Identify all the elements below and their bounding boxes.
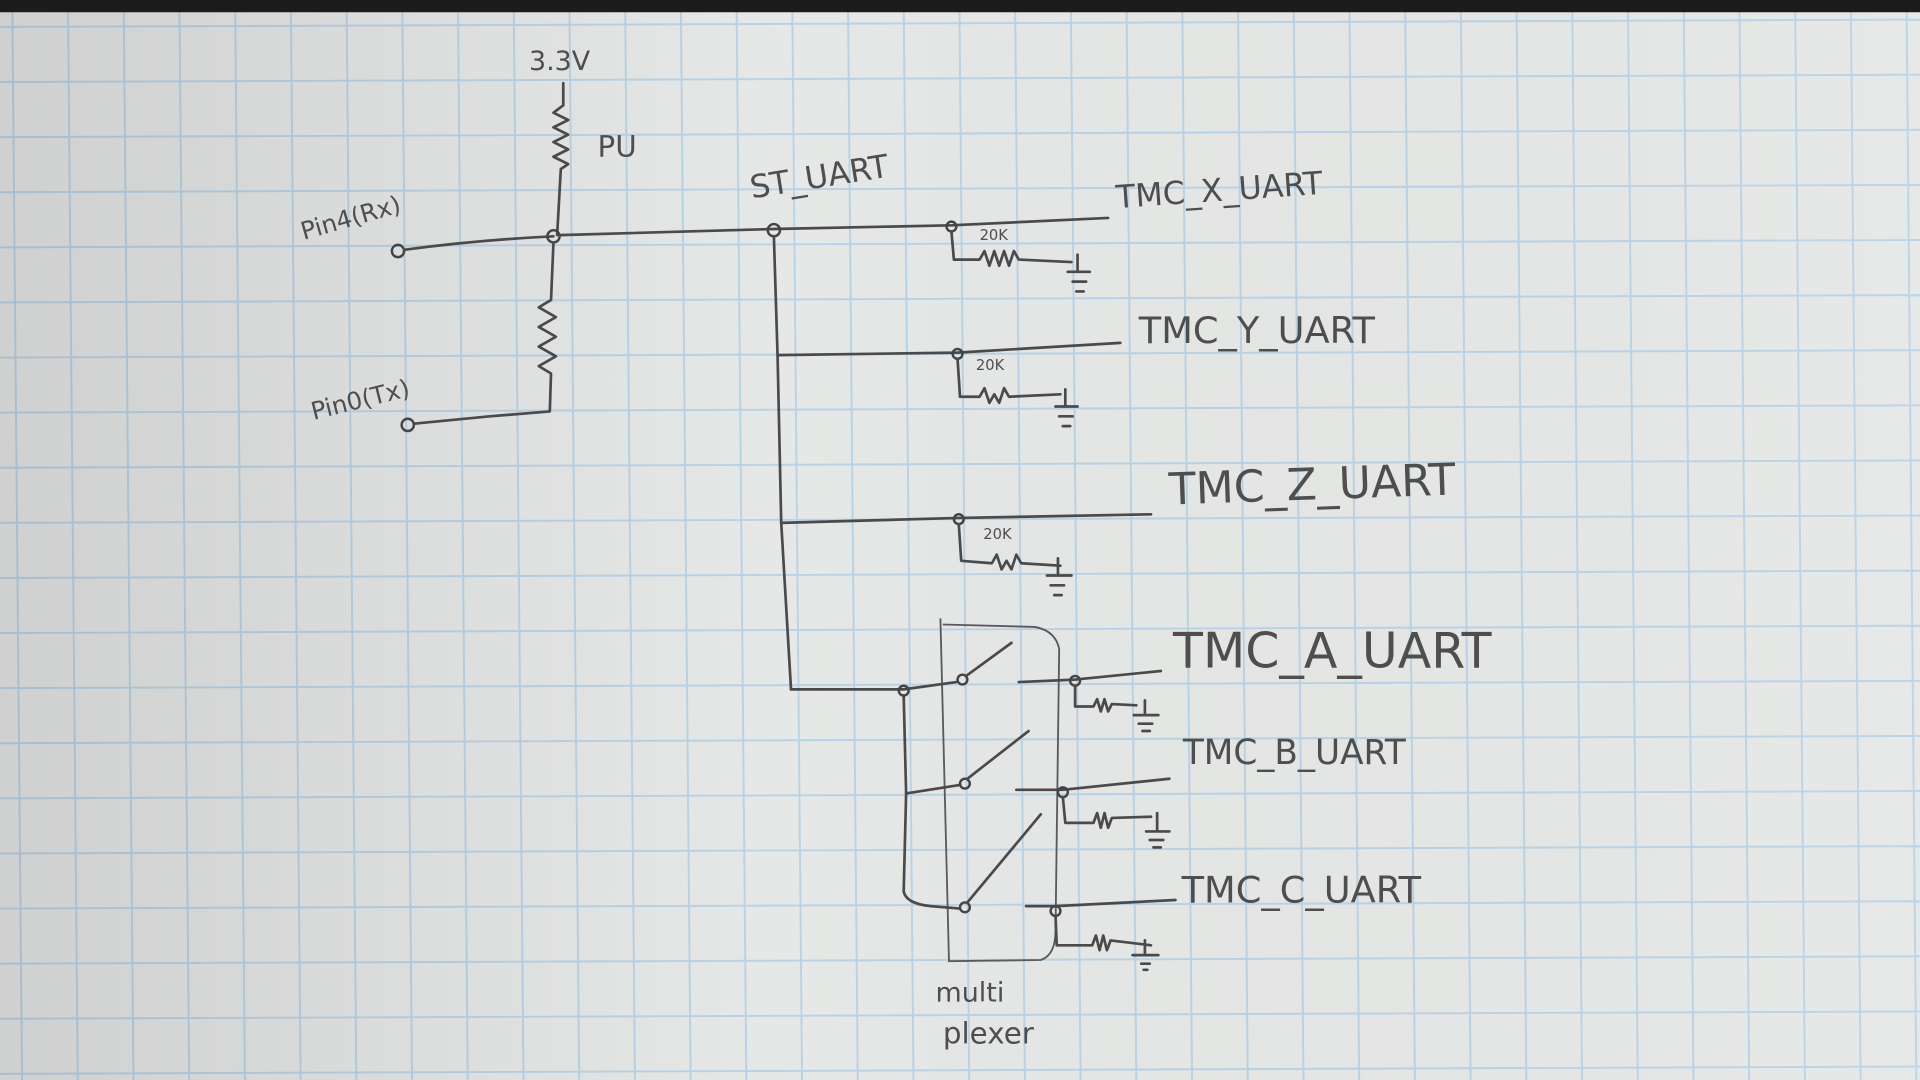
- bus-vertical: [772, 234, 793, 691]
- rx-wire: [402, 234, 555, 252]
- branch-wire: [776, 341, 1122, 357]
- supply-pullup: 3.3V PU: [529, 46, 637, 237]
- pin-tx-terminal: [400, 417, 416, 433]
- ground-icon: [1045, 557, 1073, 597]
- mux-input-bus: [902, 694, 962, 910]
- switch-arm-b: [966, 729, 1030, 781]
- pulldown-resistor: [950, 230, 1073, 268]
- mux-input-wire: [789, 680, 958, 691]
- ground-icon: [1144, 811, 1171, 849]
- top-edge: [0, 0, 1920, 13]
- pullup-label: PU: [598, 130, 637, 164]
- mux-output-label: TMC_A_UART: [1172, 622, 1493, 679]
- mux-output-label: TMC_C_UART: [1181, 868, 1422, 911]
- switch-arm-a: [964, 641, 1013, 678]
- bus-wire: [558, 216, 1110, 237]
- ground-icon: [1066, 253, 1092, 293]
- pulldown-resistor: [1073, 684, 1138, 713]
- output-wire-a: [1017, 669, 1163, 684]
- branch-wire: [779, 512, 1153, 525]
- series-resistor: [412, 241, 558, 426]
- pulldown-resistor: [957, 522, 1062, 571]
- resistor-value: 20K: [976, 357, 1005, 374]
- pullup-resistor: [552, 103, 570, 237]
- pulldown-resistor: [956, 357, 1062, 405]
- branch-y: 20K TMC_Y_UART: [776, 309, 1376, 428]
- switch-pivot: [958, 777, 972, 790]
- mux-label-line1: multi: [936, 978, 1005, 1009]
- ground-icon: [1131, 939, 1160, 972]
- mux-output-label: TMC_B_UART: [1182, 733, 1407, 773]
- multiplexer: TMC_A_UART TMC_B_UART TMC_C_UART multi p…: [789, 618, 1493, 1050]
- pulldown-resistor: [1061, 795, 1153, 830]
- supply-label: 3.3V: [529, 46, 591, 77]
- switch-pivot: [956, 673, 969, 686]
- resistor-value: 20K: [983, 526, 1012, 543]
- branch-label: TMC_Z_UART: [1167, 454, 1457, 515]
- switch-pivot: [958, 901, 972, 914]
- pulldown-resistor: [1054, 914, 1153, 952]
- output-wire-b: [1014, 777, 1171, 792]
- mux-label-line2: plexer: [943, 1016, 1035, 1050]
- switch-arm-c: [966, 812, 1043, 904]
- mux-input-b: [904, 783, 962, 795]
- resistor-value: 20K: [980, 227, 1009, 244]
- branch-label: TMC_Y_UART: [1138, 309, 1376, 352]
- branch-z: 20K TMC_Z_UART: [779, 454, 1457, 597]
- ground-icon: [1054, 388, 1079, 428]
- ground-icon: [1132, 699, 1160, 733]
